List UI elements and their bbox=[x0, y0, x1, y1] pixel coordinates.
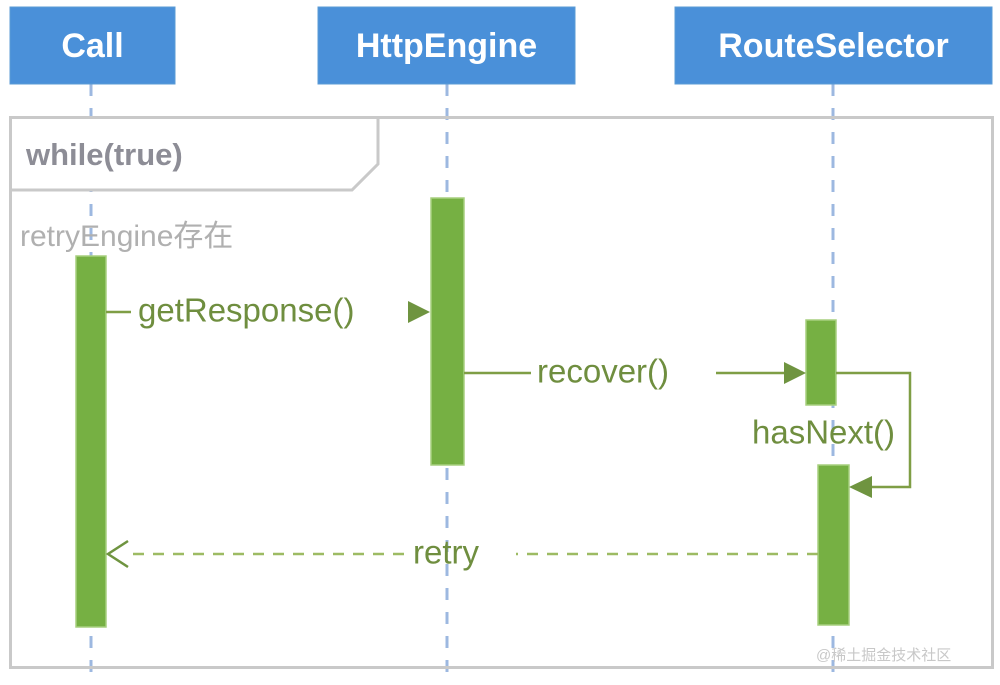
message-recover-label: recover() bbox=[537, 353, 669, 390]
fragment-label-text: while(true) bbox=[25, 137, 183, 172]
fragment-label-pentagon bbox=[9, 116, 380, 192]
participant-httpengine-box[interactable] bbox=[317, 6, 576, 85]
participant-call-label: Call bbox=[61, 27, 123, 65]
message-recover-arrowhead bbox=[784, 362, 806, 384]
fragment-guard-text: retryEngine存在 bbox=[20, 220, 233, 253]
participant-call[interactable]: Call bbox=[9, 6, 176, 85]
fragment-frame-border bbox=[9, 116, 994, 669]
message-has-next-arrowhead bbox=[849, 476, 872, 498]
participant-routeselector[interactable]: RouteSelector bbox=[674, 6, 993, 85]
message-has-next-label: hasNext() bbox=[752, 414, 895, 451]
message-has-next-loop-path bbox=[836, 371, 912, 489]
activation-bars-group bbox=[75, 197, 850, 628]
participant-httpengine[interactable]: HttpEngine bbox=[317, 6, 576, 85]
message-recover[interactable]: recover() bbox=[464, 353, 806, 390]
message-get-response[interactable]: getResponse() bbox=[106, 292, 430, 329]
message-get-response-arrowhead bbox=[408, 301, 430, 323]
message-get-response-label: getResponse() bbox=[138, 292, 354, 329]
participant-call-box[interactable] bbox=[9, 6, 176, 85]
participant-routeselector-label: RouteSelector bbox=[718, 27, 949, 65]
fragment-loop: while(true) retryEngine存在 bbox=[9, 116, 994, 669]
participant-routeselector-box[interactable] bbox=[674, 6, 993, 85]
message-has-next[interactable]: hasNext() bbox=[752, 371, 912, 498]
participant-httpengine-label: HttpEngine bbox=[356, 27, 537, 65]
activation-bar-httpengine bbox=[430, 197, 465, 466]
message-retry-arrowhead bbox=[105, 539, 129, 569]
message-retry-label: retry bbox=[413, 534, 480, 571]
activation-bar-call bbox=[75, 255, 107, 628]
activation-bar-routeselector-2 bbox=[817, 464, 850, 626]
watermark-label: @稀土掘金技术社区 bbox=[816, 647, 951, 664]
activation-bar-routeselector-1 bbox=[805, 319, 837, 406]
message-retry[interactable]: retry bbox=[105, 534, 818, 571]
